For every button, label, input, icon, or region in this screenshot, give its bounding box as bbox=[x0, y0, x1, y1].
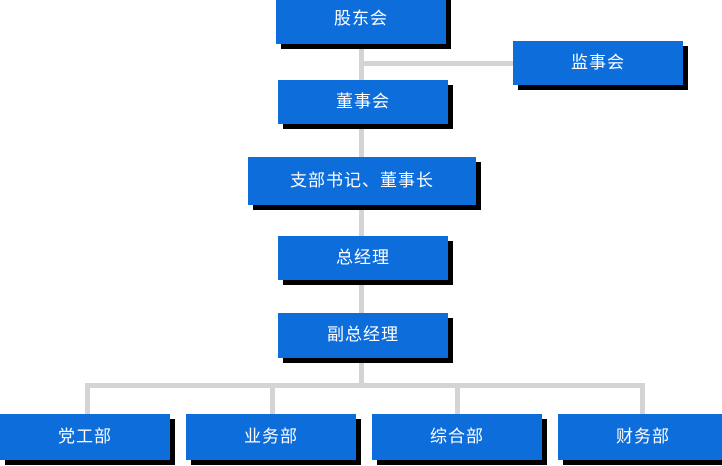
node-label-department-business: 业务部 bbox=[244, 426, 298, 447]
connector-gm-to-deputy bbox=[359, 280, 364, 318]
node-general-manager[interactable]: 总经理 bbox=[278, 236, 448, 280]
node-label-shareholders-meeting: 股东会 bbox=[334, 8, 388, 29]
node-department-party-affairs[interactable]: 党工部 bbox=[0, 414, 170, 460]
node-label-board-of-directors: 董事会 bbox=[336, 91, 390, 112]
node-department-business[interactable]: 业务部 bbox=[186, 414, 356, 460]
node-label-party-secretary-chairman: 支部书记、董事长 bbox=[290, 170, 434, 191]
connector-bracket-to-dept-2 bbox=[270, 383, 275, 416]
connector-bracket-to-dept-4 bbox=[640, 383, 645, 416]
node-label-department-party-affairs: 党工部 bbox=[58, 426, 112, 447]
connector-bracket-to-dept-1 bbox=[85, 383, 90, 416]
node-department-finance[interactable]: 财务部 bbox=[558, 414, 722, 460]
node-label-general-manager: 总经理 bbox=[336, 247, 390, 268]
node-party-secretary-chairman[interactable]: 支部书记、董事长 bbox=[248, 157, 476, 205]
node-shareholders-meeting[interactable]: 股东会 bbox=[276, 0, 446, 44]
node-board-of-supervisors[interactable]: 监事会 bbox=[513, 41, 683, 85]
node-label-deputy-general-manager: 副总经理 bbox=[327, 325, 399, 345]
connector-deputy-to-bracket bbox=[359, 358, 364, 388]
node-department-general-affairs[interactable]: 综合部 bbox=[372, 414, 542, 460]
connector-department-bracket bbox=[85, 383, 645, 388]
connector-bracket-to-dept-3 bbox=[455, 383, 460, 416]
connector-trunk-to-supervisors bbox=[359, 61, 517, 66]
node-label-board-of-supervisors: 监事会 bbox=[571, 52, 625, 73]
node-deputy-general-manager[interactable]: 副总经理 bbox=[278, 313, 448, 358]
node-label-department-finance: 财务部 bbox=[616, 426, 670, 447]
connector-board-to-secretary bbox=[359, 124, 364, 162]
connector-secretary-to-gm bbox=[359, 205, 364, 241]
node-board-of-directors[interactable]: 董事会 bbox=[278, 80, 448, 124]
node-label-department-general-affairs: 综合部 bbox=[430, 426, 484, 447]
